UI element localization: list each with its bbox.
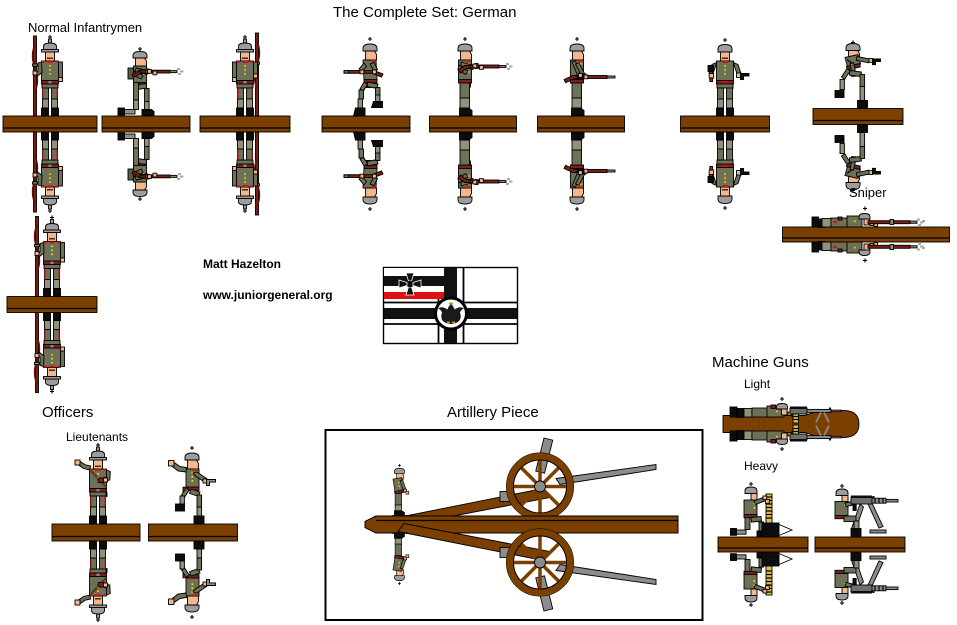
- sniper-pair: [782, 205, 950, 264]
- section-label-officers: Officers: [42, 404, 94, 421]
- sublabel-mg-heavy: Heavy: [744, 459, 779, 473]
- prussian-eagle-icon: [438, 302, 464, 324]
- artillery-box: [324, 429, 704, 621]
- credit-website: www.juniorgeneral.org: [203, 288, 333, 302]
- iron-cross: [398, 272, 422, 296]
- artillery-pair: [365, 438, 678, 611]
- page-title: The Complete Set: German: [333, 4, 517, 21]
- section-label-infantry: Normal Infantrymen: [28, 20, 143, 35]
- german-imperial-war-flag: [382, 266, 519, 345]
- credit-author: Matt Hazelton: [203, 257, 281, 271]
- section-label-sniper: Sniper: [849, 185, 887, 200]
- light-mg-pair: [722, 396, 860, 452]
- infantry-pair-rifle-at-side: [6, 214, 98, 395]
- infantry-pair-running: [321, 36, 411, 212]
- officer-pair-waving: [51, 441, 141, 624]
- heavy-mg-gunner-pair: [814, 483, 906, 606]
- heavy-mg-feeder-pair: [717, 481, 809, 608]
- section-label-artillery: Artillery Piece: [447, 404, 539, 421]
- section-label-machine-guns: Machine Guns: [712, 354, 809, 371]
- infantry-pair-grenade-pistol: [680, 37, 770, 211]
- sublabel-mg-light: Light: [744, 377, 771, 391]
- infantry-pair-marching: [2, 34, 98, 214]
- infantry-pair-rifle-at-hip: [537, 36, 625, 212]
- infantry-pair-crouching-pistol: [812, 39, 904, 194]
- infantry-pair-attention: [199, 32, 291, 216]
- sublabel-lieutenants: Lieutenants: [66, 430, 129, 444]
- infantry-pair-standing-firing: [429, 36, 517, 212]
- infantry-pair-kneeling-firing: [101, 46, 191, 202]
- officer-pair-charging-pistol: [148, 445, 238, 620]
